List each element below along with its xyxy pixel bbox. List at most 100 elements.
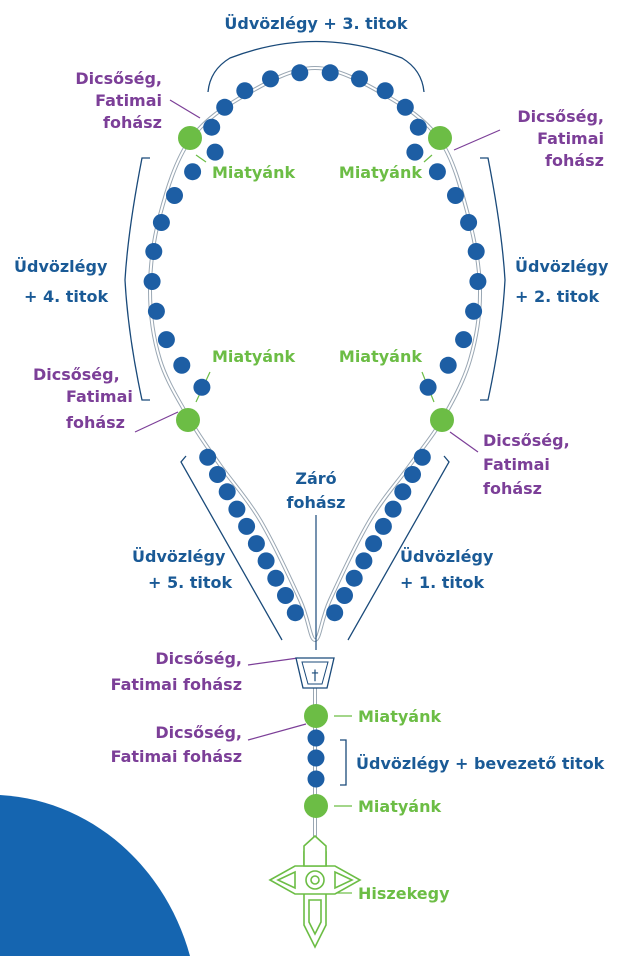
hail-mary-bead [468,243,485,260]
svg-text:Üdvözlégy: Üdvözlégy [400,547,494,566]
leader-glory-mid-left [135,412,178,432]
label-our-father-mid-right: Miatyánk [339,347,422,366]
svg-text:Dicsőség,: Dicsőség, [33,365,120,384]
svg-text:fohász: fohász [103,113,162,132]
hail-mary-bead [287,604,304,621]
leader-glory-center-bottom [248,724,306,740]
hail-mary-bead [148,303,165,320]
hail-mary-bead [248,535,265,552]
hail-mary-bead [429,163,446,180]
our-father-bead [428,126,452,150]
leader-glory-top-right [454,130,500,150]
svg-text:Fatimai fohász: Fatimai fohász [111,747,242,766]
label-creed: Hiszekegy [358,884,450,903]
label-glory-mid-right: Dicsőség, Fatimai fohász [483,431,570,498]
hail-mary-bead [209,466,226,483]
hail-mary-bead [385,501,402,518]
svg-text:Üdvözlégy: Üdvözlégy [132,547,226,566]
hail-mary-bead [258,552,275,569]
hail-mary-bead [166,187,183,204]
hail-mary-bead [336,587,353,604]
our-father-bead [304,704,328,728]
hail-mary-bead [277,587,294,604]
svg-text:Dicsőség,: Dicsőség, [517,107,604,126]
hail-mary-bead [377,82,394,99]
svg-text:Üdvözlégy: Üdvözlégy [14,257,108,276]
hail-mary-bead [420,379,437,396]
leader-glory-mid-right [450,432,478,452]
leader-glory-center-top [248,658,298,665]
label-right-decade: Üdvözlégy + 2. titok [515,257,609,306]
hail-mary-bead [308,730,325,747]
svg-text:Dicsőség,: Dicsőség, [155,723,242,742]
hail-mary-bead [460,214,477,231]
svg-text:Dicsőség,: Dicsőség, [75,69,162,88]
hail-mary-bead [291,64,308,81]
hail-mary-bead [346,570,363,587]
centerpiece-medal: † [296,658,334,688]
hail-mary-bead [153,214,170,231]
label-intro-hail-marys: Üdvözlégy + bevezető titok [356,754,605,773]
crucifix-icon [270,836,360,947]
svg-text:+ 1. titok: + 1. titok [400,573,485,592]
svg-text:Üdvözlégy: Üdvözlégy [515,257,609,276]
hail-mary-bead [262,70,279,87]
hail-mary-bead [447,187,464,204]
label-our-father-pendant-top: Miatyánk [358,707,441,726]
svg-text:fohász: fohász [66,413,125,432]
our-father-bead [304,794,328,818]
hail-mary-bead [173,357,190,374]
our-father-bead [178,126,202,150]
label-our-father-top-left: Miatyánk [212,163,295,182]
our-father-bead [430,408,454,432]
hail-mary-bead [465,303,482,320]
svg-text:fohász: fohász [287,493,346,512]
svg-text:+ 5. titok: + 5. titok [148,573,233,592]
hail-mary-bead [322,64,339,81]
label-closing-prayer: Záró fohász [287,469,346,512]
hail-mary-bead [440,357,457,374]
label-our-father-mid-left: Miatyánk [212,347,295,366]
label-our-father-pendant-bottom: Miatyánk [358,797,441,816]
leader-our-father-top-left [196,155,206,162]
hail-mary-bead [397,99,414,116]
hail-mary-bead [216,99,233,116]
bracket-intro-hail-marys [340,740,346,785]
label-left-decade: Üdvözlégy + 4. titok [14,257,109,306]
hail-mary-bead [469,273,486,290]
our-father-bead [176,408,200,432]
svg-text:Fatimai fohász: Fatimai fohász [111,675,242,694]
svg-text:+ 2. titok: + 2. titok [515,287,600,306]
leader-glory-top-left [170,100,200,118]
label-top-decade: Üdvözlégy + 3. titok [224,14,408,33]
medal-cross-icon: † [312,668,319,684]
hail-mary-bead [404,466,421,483]
svg-text:Fatimai: Fatimai [537,129,604,148]
hail-mary-bead [184,163,201,180]
hail-mary-bead [308,750,325,767]
hail-mary-bead [394,483,411,500]
hail-mary-bead [455,331,472,348]
svg-text:fohász: fohász [483,479,542,498]
hail-mary-bead [267,570,284,587]
label-our-father-top-right: Miatyánk [339,163,422,182]
hail-mary-bead [199,449,216,466]
corner-decoration [0,795,190,956]
label-glory-mid-left: Dicsőség, Fatimai fohász [33,365,133,432]
label-glory-top-left: Dicsőség, Fatimai fohász [75,69,162,132]
hail-mary-bead [326,604,343,621]
hail-mary-bead [236,82,253,99]
label-lower-right-decade: Üdvözlégy + 1. titok [400,547,494,592]
hail-mary-bead [238,518,255,535]
svg-text:Fatimai: Fatimai [95,91,162,110]
hail-mary-bead [219,483,236,500]
svg-text:Fatimai: Fatimai [483,455,550,474]
svg-text:+ 4. titok: + 4. titok [24,287,109,306]
hail-mary-bead [158,331,175,348]
hail-mary-bead [203,119,220,136]
label-glory-center-bottom: Dicsőség, Fatimai fohász [111,723,242,766]
svg-text:fohász: fohász [545,151,604,170]
label-glory-center-top: Dicsőség, Fatimai fohász [111,649,242,694]
hail-mary-bead [414,449,431,466]
